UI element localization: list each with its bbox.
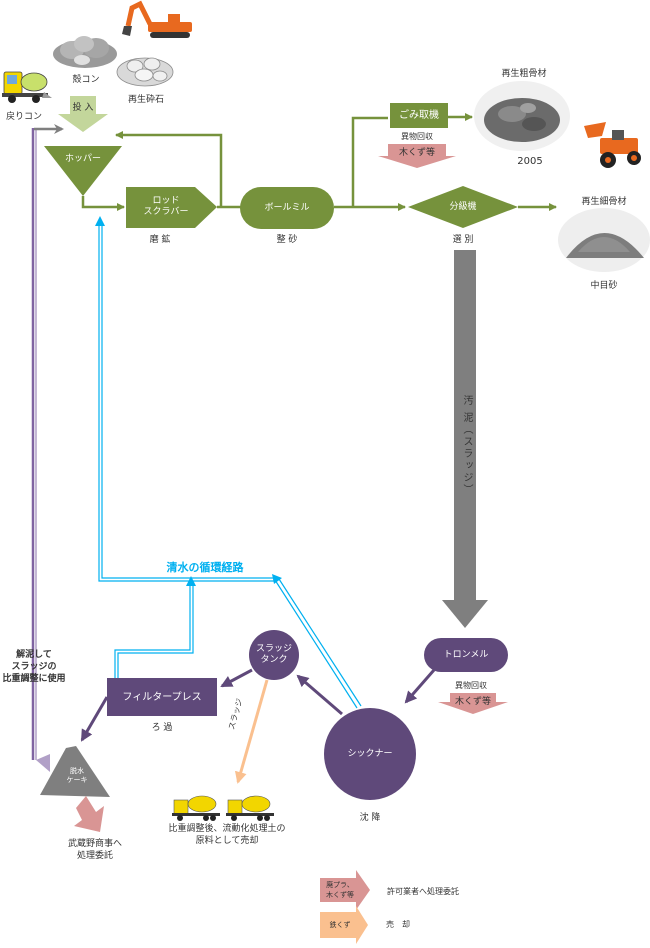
ball-mill-label: ボールミル (264, 202, 310, 213)
legend-waste-arrow-label: 廃プラ、 木くず等 (320, 880, 360, 900)
coarse-aggregate-image (474, 81, 570, 151)
filter-press-label: フィルタープレス (122, 691, 202, 703)
ball-mill-caption: 整 砂 (276, 235, 298, 245)
trommel-waste-label: 木くず等 (454, 697, 491, 707)
dust-waste-arrow (378, 144, 456, 168)
legend-sale-arrow-label: 鉄くず (329, 921, 351, 929)
dust-remover-waste-label: 木くず等 (398, 148, 435, 158)
hopper-shape (44, 146, 122, 196)
dust-remover-shape (390, 103, 448, 128)
trommel-waste-arrow (438, 693, 508, 714)
coarse-aggregate-code: 2005 (517, 156, 543, 167)
feed-label: 投 入 (72, 103, 94, 113)
recycled-crushed-stone-label: 再生砕石 (127, 95, 164, 105)
dewatered-cake-shape (40, 746, 110, 797)
reuse-note-line2: スラッジの (11, 662, 57, 672)
clean-water-loop-label: 清水の循環経路 (166, 561, 244, 574)
returned-con-mixer-truck-icon (2, 71, 52, 103)
trommel-label: トロンメル (443, 649, 489, 660)
gara-con-label: 殻コン (72, 75, 100, 85)
cake-disposal-note: 武蔵野商事へ 処理委託 (50, 838, 140, 862)
sludge-tank-label: スラッジ タンク (249, 640, 299, 670)
fine-aggregate-type: 中目砂 (590, 281, 618, 291)
rod-scrubber-label: ロッド スクラバー (126, 192, 206, 222)
legend-waste-arrow-label-line2: 木くず等 (326, 891, 354, 899)
clean-water-loop-lines (98, 222, 362, 709)
rod-scrubber-caption: 磨 鉱 (149, 235, 171, 245)
hopper-label: ホッパー (64, 154, 101, 164)
thickener-shape (324, 708, 416, 800)
reuse-note-line3: 比重調整に使用 (2, 674, 66, 684)
cake-reuse-arrow (36, 754, 50, 772)
returned-con-label: 戻りコン (5, 112, 42, 122)
wheel-loader-icon (584, 122, 641, 168)
classifier-shape (408, 186, 518, 228)
classifier-label: 分級機 (449, 201, 477, 212)
legend-sale-description: 売 却 (386, 920, 410, 929)
trommel-shape (424, 638, 508, 672)
fine-aggregate-image (558, 208, 650, 272)
cake-disposal-line2: 処理委託 (76, 851, 113, 861)
dust-remover-caption: 異物回収 (401, 132, 433, 141)
sludge-tank-label-line1: スラッジ (255, 644, 292, 654)
sludge-sale-line1: 比重調整後、流動化処理土の (168, 824, 286, 834)
thickener-caption: 沈 降 (359, 813, 381, 823)
dewatered-cake-label-line2: ケーキ (66, 776, 88, 784)
legend-waste-arrow-label-line1: 廃プラ、 (326, 881, 354, 889)
cake-disposal-arrow (74, 796, 104, 832)
fine-aggregate-label: 再生細骨材 (581, 197, 627, 207)
recycled-crushed-stone-icon (116, 57, 174, 87)
reuse-note-line1: 解泥して (16, 650, 52, 660)
thickener-label: シックナー (347, 748, 393, 759)
rod-scrubber-shape (126, 187, 217, 228)
sludge-flow-arrow-body (454, 250, 476, 600)
dust-remover-label: ごみ取機 (399, 110, 439, 121)
trommel-caption: 異物回収 (455, 681, 487, 690)
coarse-aggregate-label: 再生粗骨材 (501, 69, 547, 79)
dewatered-cake-label: 脱水 ケーキ (52, 764, 102, 788)
sludge-flow-arrow-head (442, 600, 488, 628)
rod-scrubber-label-line2: スクラバー (143, 207, 189, 217)
sludge-tank-shape (249, 630, 299, 680)
reuse-note: 解泥して スラッジの 比重調整に使用 (0, 649, 68, 685)
excavator-icon (122, 0, 192, 38)
ball-mill-shape (240, 187, 334, 229)
classifier-caption: 選 別 (452, 235, 474, 245)
gara-con-rubble-icon (53, 36, 117, 68)
sludge-sale-line2: 原料として売却 (195, 836, 259, 846)
sludge-trucks-icon (172, 795, 274, 821)
feed-arrow (58, 96, 108, 132)
dewatered-cake-label-line1: 脱水 (70, 767, 84, 775)
cake-disposal-line1: 武蔵野商事へ (67, 839, 122, 849)
sludge-flow-label: 汚 泥（スラッジ） (461, 395, 472, 497)
filter-press-caption: ろ 過 (151, 723, 173, 733)
legend-waste-description: 許可業者へ処理委託 (387, 887, 459, 896)
sludge-sale-note: 比重調整後、流動化処理土の 原料として売却 (160, 823, 294, 847)
filter-press-shape (107, 678, 217, 716)
legend-arrow-waste (320, 870, 370, 910)
sludge-tank-label-line2: タンク (260, 655, 288, 665)
rod-scrubber-label-line1: ロッド (152, 196, 180, 206)
legend-arrow-sale (320, 906, 368, 944)
